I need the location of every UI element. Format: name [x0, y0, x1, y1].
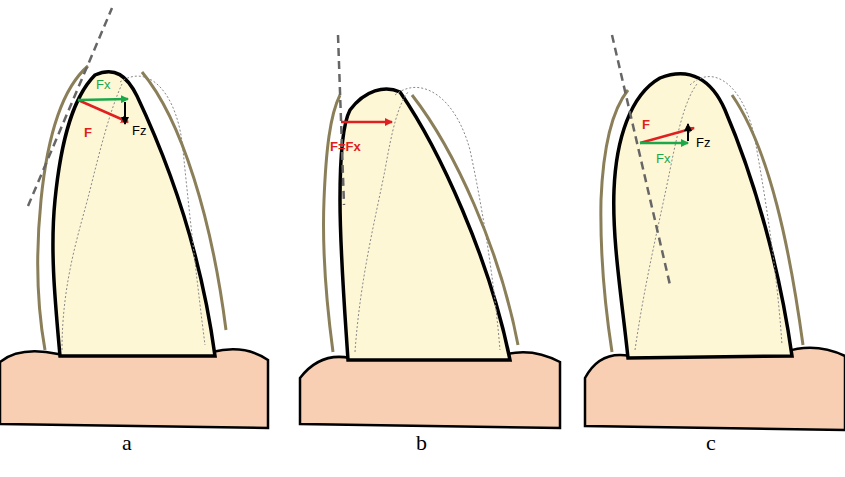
tooth-c	[585, 35, 845, 430]
panel-letter: c	[706, 432, 716, 454]
force-label: F	[84, 126, 92, 139]
force-component: Fx	[96, 78, 110, 91]
force-label: F	[642, 118, 650, 131]
force-component: Fz	[132, 124, 146, 137]
force-label: F=Fx	[330, 140, 361, 153]
force-component: Fz	[696, 136, 710, 149]
panel-letter: a	[122, 432, 132, 454]
tooth-a	[0, 8, 268, 428]
force-component: Fx	[656, 152, 670, 165]
panel-letter: b	[416, 432, 427, 454]
tooth-b	[300, 35, 560, 428]
